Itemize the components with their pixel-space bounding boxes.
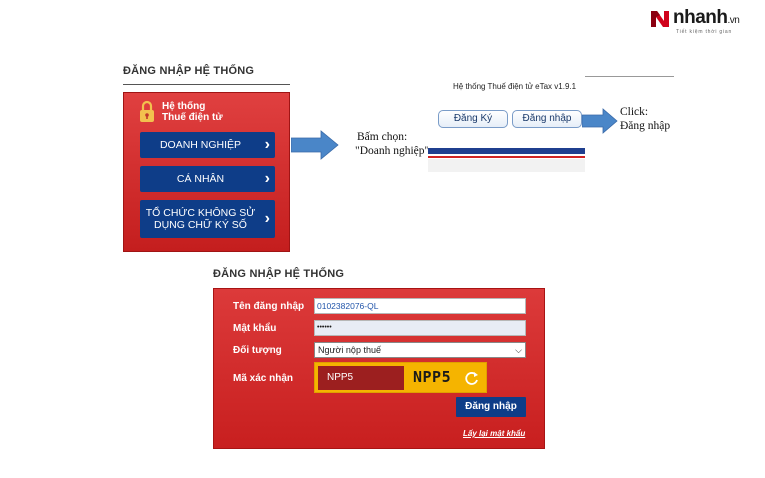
step2-annotation: Click: Đăng nhập	[620, 105, 670, 133]
chevron-right-icon: ›	[264, 210, 270, 227]
system-label: Hệ thống Thuế điện tử	[162, 101, 223, 123]
lock-icon	[140, 100, 154, 122]
step2-line2: Đăng nhập	[620, 120, 671, 132]
object-select-value: Người nộp thuế	[318, 345, 381, 355]
header-stripe-red	[428, 156, 585, 158]
chevron-right-icon: ›	[264, 170, 270, 187]
no-digital-signature-org-button[interactable]: TỔ CHỨC KHÔNG SỬ DỤNG CHỮ KÝ SỐ ›	[140, 200, 275, 238]
step2-line1: Click:	[620, 106, 649, 118]
system-label-line2: Thuế điện tử	[162, 112, 223, 123]
password-field[interactable]: ••••••	[314, 320, 526, 336]
business-button-label: DOANH NGHIỆP	[159, 139, 242, 151]
individual-button-label: CÁ NHÂN	[176, 173, 225, 185]
object-select[interactable]: Người nộp thuế ⌵	[314, 342, 526, 358]
password-label: Mật khẩu	[233, 323, 277, 334]
step1-line2: "Doanh nghiệp"	[355, 145, 430, 157]
org-button-label-line2: DỤNG CHỮ KÝ SỐ	[154, 219, 247, 231]
login-form-panel: Tên đăng nhập 0102382076-QL Mật khẩu •••…	[213, 288, 545, 449]
brand-name: nhanh.vn	[673, 7, 740, 28]
register-button[interactable]: Đăng Ký	[438, 110, 508, 128]
header-bottom-band	[428, 159, 585, 172]
brand-tagline: Tiết kiệm thời gian	[676, 29, 733, 35]
username-label: Tên đăng nhập	[233, 301, 305, 312]
login-form-title: ĐĂNG NHẬP HỆ THỐNG	[213, 268, 345, 280]
business-button[interactable]: DOANH NGHIỆP ›	[140, 132, 275, 158]
chevron-right-icon: ›	[264, 136, 270, 153]
forgot-password-link[interactable]: Lấy lại mật khẩu	[463, 429, 526, 438]
captcha-label: Mã xác nhận	[233, 373, 294, 384]
etax-header: Hệ thống Thuế điện tử eTax v1.9.1 Đăng K…	[428, 76, 585, 172]
etax-title: Hệ thống Thuế điện tử eTax v1.9.1	[453, 82, 577, 91]
step1-annotation: Bấm chọn: "Doanh nghiệp"	[355, 130, 429, 158]
brand-logo: nhanh.vn Tiết kiệm thời gian	[648, 6, 758, 36]
header-stripe-blue	[428, 148, 585, 154]
username-field[interactable]: 0102382076-QL	[314, 298, 526, 314]
step1-line1: Bấm chọn:	[357, 131, 408, 143]
etax-login-button[interactable]: Đăng nhập	[512, 110, 582, 128]
arrow-right-icon	[291, 130, 339, 160]
refresh-icon[interactable]	[463, 370, 480, 387]
login-type-title: ĐĂNG NHẬP HỆ THỐNG	[123, 65, 255, 77]
system-label-line1: Hệ thống	[162, 101, 206, 112]
chevron-down-icon: ⌵	[515, 345, 522, 355]
brand-logo-icon	[651, 11, 669, 27]
captcha-code: NPP5	[413, 368, 452, 386]
login-type-panel: Hệ thống Thuế điện tử DOANH NGHIỆP › CÁ …	[123, 92, 290, 252]
org-button-label-line1: TỔ CHỨC KHÔNG SỬ	[145, 207, 256, 219]
submit-login-button[interactable]: Đăng nhập	[456, 397, 526, 417]
object-label: Đối tượng	[233, 345, 282, 356]
captcha-input[interactable]: NPP5	[318, 366, 404, 390]
title-divider	[123, 84, 290, 85]
arrow-right-icon	[582, 108, 618, 134]
individual-button[interactable]: CÁ NHÂN ›	[140, 166, 275, 192]
captcha-box: NPP5 NPP5	[314, 362, 487, 393]
